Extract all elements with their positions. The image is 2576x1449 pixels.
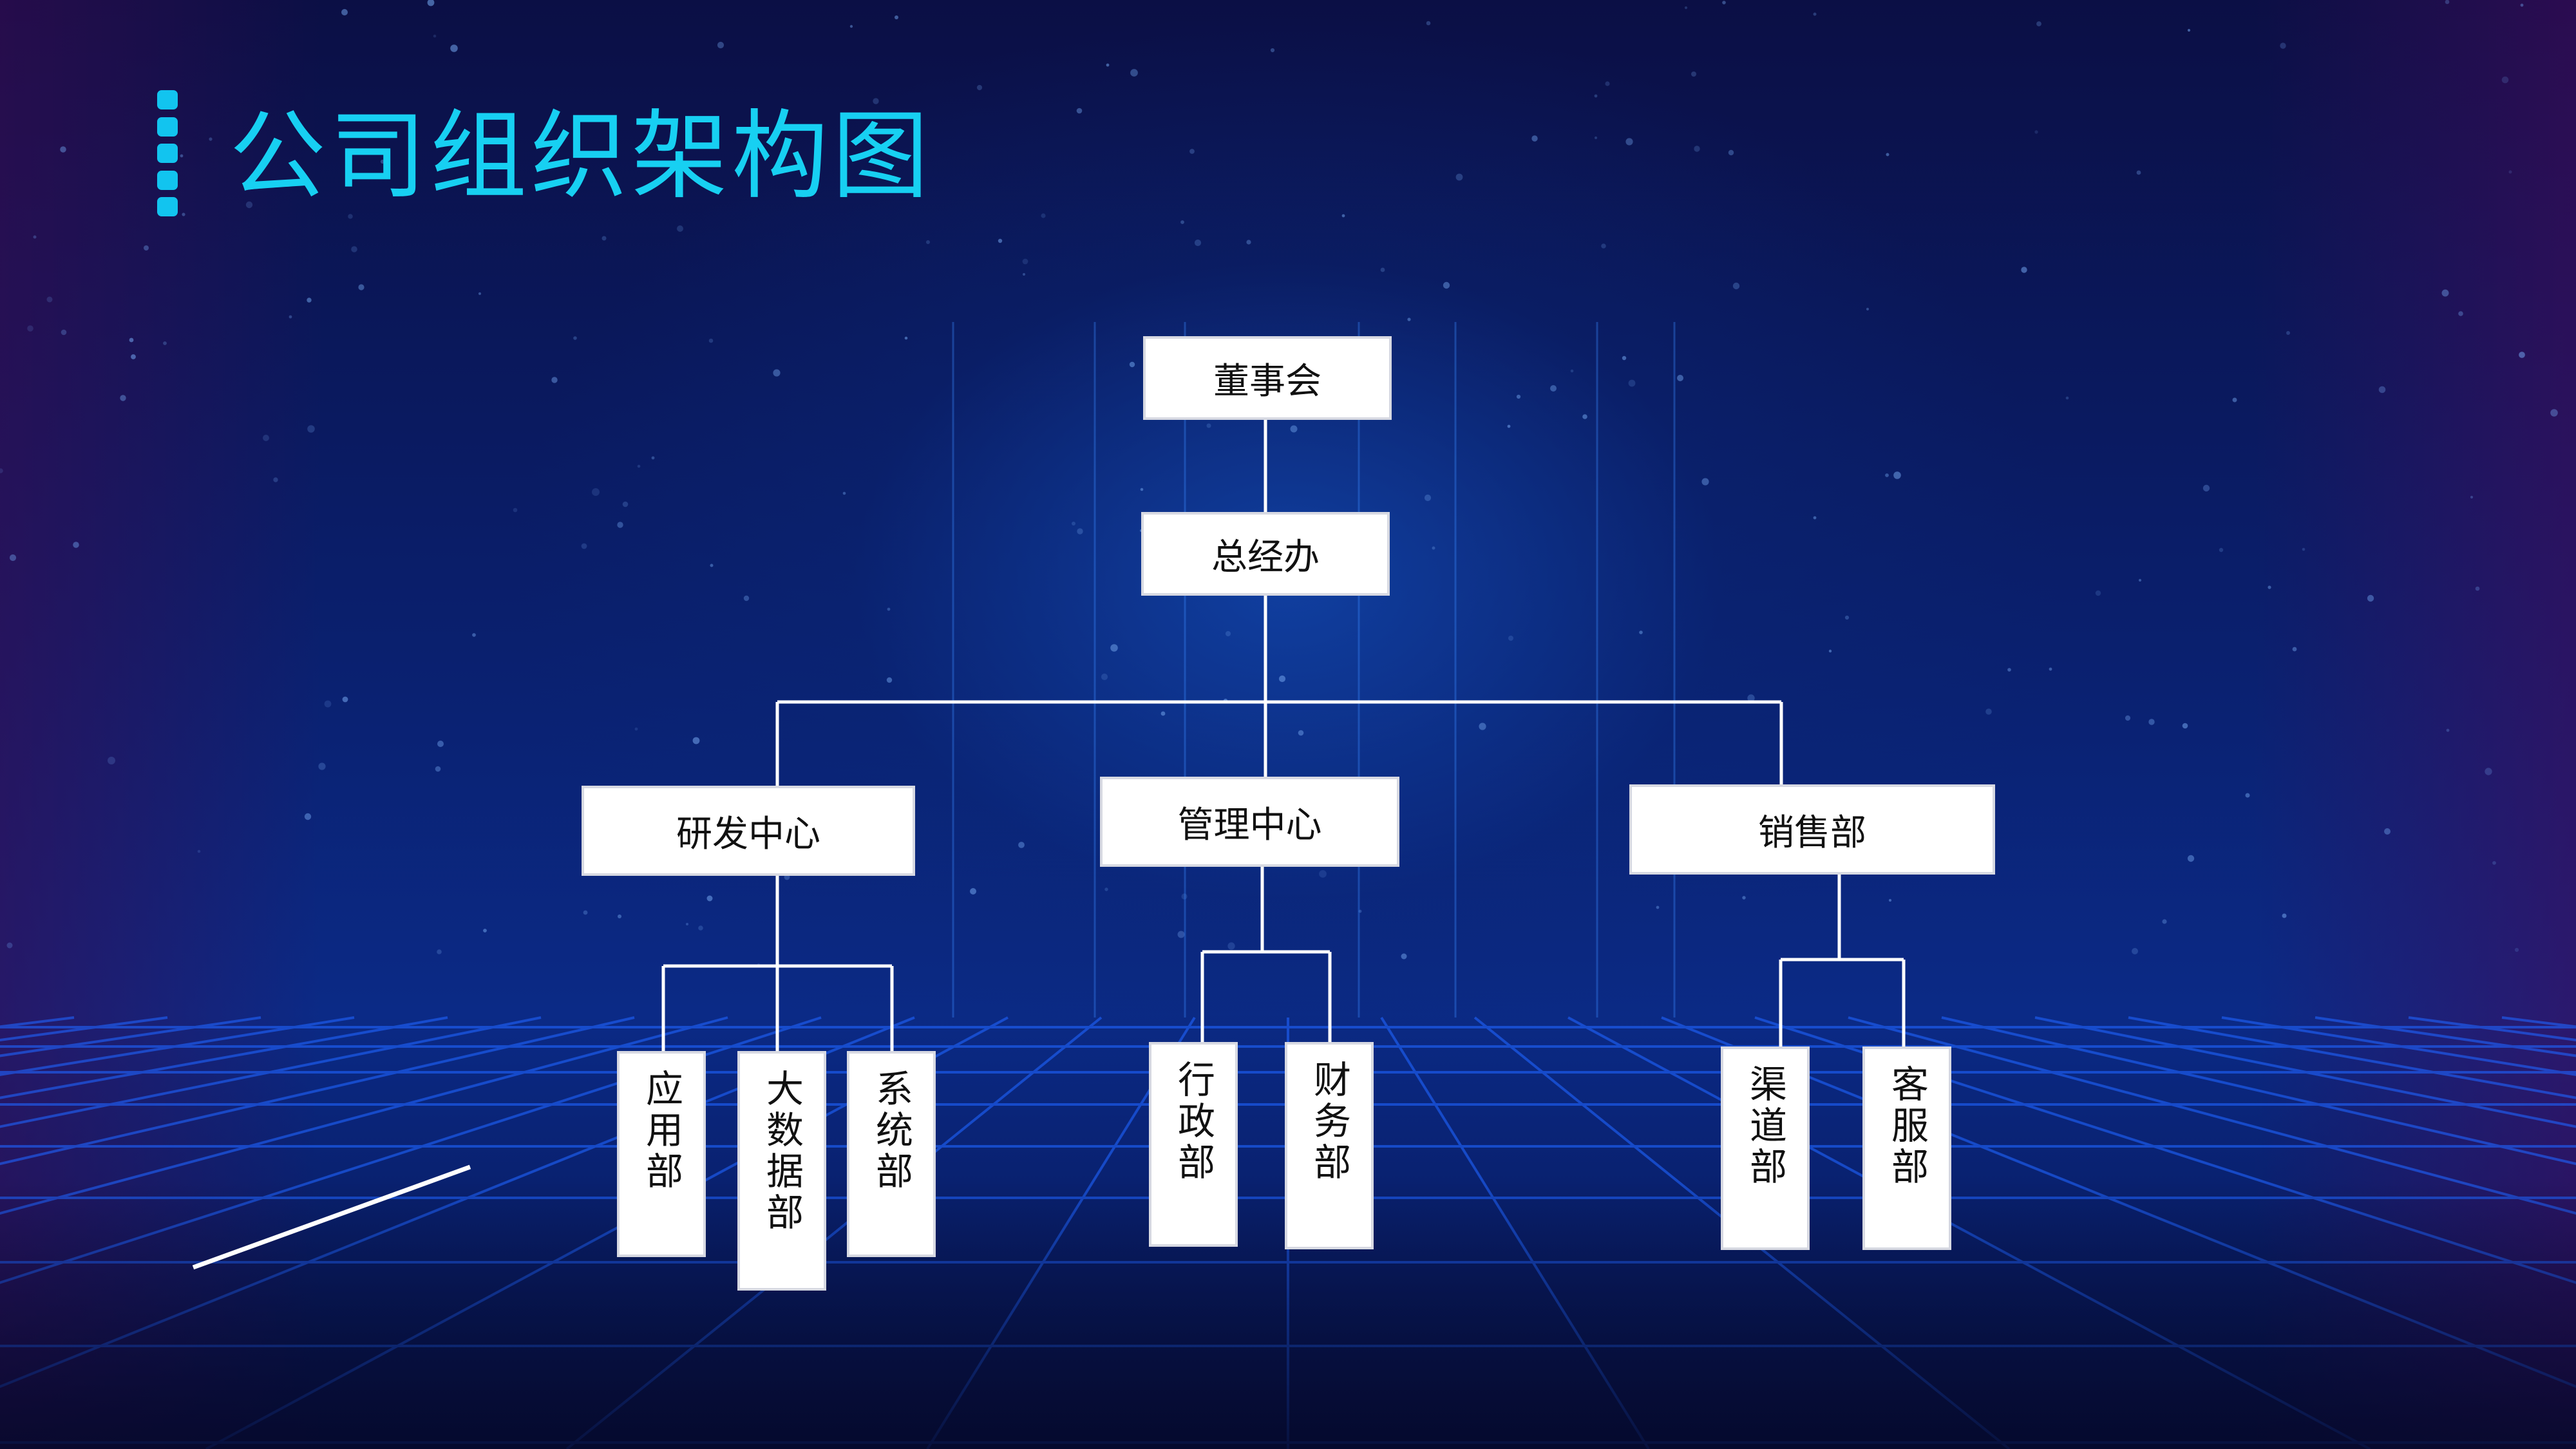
node-admin-dept: 行政部	[1149, 1042, 1238, 1247]
decorative-slash	[192, 1164, 471, 1270]
node-finance-dept: 财务部	[1285, 1042, 1374, 1249]
node-app-dept: 应用部	[617, 1051, 706, 1257]
page-title: 公司组织架构图	[229, 100, 933, 213]
node-system-dept: 系统部	[847, 1051, 936, 1257]
node-channel-dept: 渠道部	[1721, 1046, 1810, 1250]
node-sales-dept: 销售部	[1629, 784, 1995, 875]
node-bigdata-dept: 大数据部	[737, 1051, 826, 1291]
node-service-dept: 客服部	[1862, 1046, 1951, 1250]
title-accent-bar	[157, 90, 178, 216]
node-board: 董事会	[1143, 336, 1392, 420]
node-rd-center: 研发中心	[582, 786, 915, 876]
node-gm-office: 总经办	[1141, 512, 1390, 596]
node-mgmt-center: 管理中心	[1100, 777, 1399, 867]
